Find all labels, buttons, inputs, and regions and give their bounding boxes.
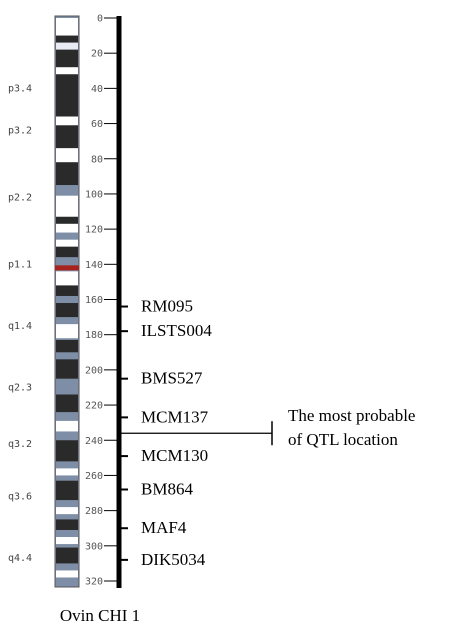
scale-ticks: 0 20 40 60 80 100 120 140 160 180 200 220 240 260 280 3… [85,14,117,588]
band-label: q2.3 [8,382,32,393]
chromosome-band-segment [56,570,78,578]
scale-tick-label: 220 [85,401,103,412]
scale-tick-label: 140 [85,260,103,271]
chromosome-band-segment [56,232,78,240]
band-labels: p3.4 p3.2 p2.2 p1.1 q1.4 q2.3 q3.2 q3.6 q4.4 [8,83,32,564]
chromosome-band-segment [56,468,78,476]
qtl-label-line-1: The most probable [288,406,415,425]
chromosome-band-segment [56,303,78,318]
marker-label: MAF4 [141,518,187,537]
chromosome-band-segment [56,42,78,50]
chromosome-band-segment [56,216,78,224]
band-label: p2.2 [8,192,32,203]
chromosome-band-segment [56,507,78,515]
chromosome-band-segment [56,148,78,163]
band-label: p3.2 [8,126,32,137]
marker-label: MCM137 [141,407,209,426]
chromosome-band-segment [56,324,78,339]
scale-tick-label: 20 [91,49,103,60]
band-label: q3.2 [8,439,32,450]
chromosome-band-segment [56,246,78,258]
band-label: p3.4 [8,83,32,94]
scale-tick-label: 160 [85,295,103,306]
chromosome-band-segment [56,440,78,462]
scale-tick-label: 60 [91,119,103,130]
marker-label: MCM130 [141,446,208,465]
chromosome-band-segment [56,35,78,43]
qtl-label-line-2: of QTL location [288,430,398,449]
chromosome-band-segment [56,74,78,117]
chromosome-band-segment [56,18,78,36]
scale-tick-label: 300 [85,541,103,552]
scale-tick-label: 320 [85,577,103,588]
chromosome-outline [54,15,80,588]
marker-label: ILSTS004 [141,321,212,340]
marker-list: RM095ILSTS004BMS527MCM137MCM130BM864MAF4… [121,297,212,569]
scale-tick-label: 0 [97,14,103,25]
scale-tick-label: 280 [85,506,103,517]
scale-tick-label: 120 [85,225,103,236]
chromosome-band-segment [56,125,78,149]
qtl-annotation: The most probable of QTL location [119,406,415,449]
chromosome-band-segment [56,239,78,247]
chromosome-band-segment [56,537,78,545]
marker-label: BM864 [141,480,193,499]
chromosome-band-segment [56,339,78,353]
chromosome-band-segment [56,547,78,564]
chromosome-band-segment [56,49,78,68]
band-label: p1.1 [8,259,32,270]
band-label: q1.4 [8,321,32,332]
marker-label: RM095 [141,297,193,316]
chromosome-band-segment [56,223,78,233]
chromosome-band-segment [56,480,78,501]
chromosome-title: Ovin CHI 1 [60,606,140,625]
scale-tick-label: 40 [91,84,103,95]
chromosome-band-segment [56,185,78,196]
chromosome-band-segment [56,285,78,296]
chromosome-band-segment [56,67,78,75]
scale-tick-label: 260 [85,471,103,482]
band-label: q3.6 [8,492,32,503]
scale-tick-label: 80 [91,154,103,165]
scale-tick-label: 200 [85,365,103,376]
chromosome-band-segment [56,162,78,186]
band-label: q4.4 [8,553,32,564]
chromosome-band-segment [56,420,78,432]
chromosome-bands-pattern [56,18,78,578]
scale-tick-label: 240 [85,436,103,447]
chromosome-band-segment [56,257,78,265]
marker-label: BMS527 [141,369,203,388]
scale-tick-label: 100 [85,189,103,200]
chromosome-band-segment [56,116,78,126]
scale-tick-label: 180 [85,330,103,341]
chromosome-band-segment [56,271,78,286]
chromosome-band-segment [56,195,78,217]
marker-label: DIK5034 [141,550,206,569]
chromosome-band-segment [56,394,78,413]
chromosome-band-segment [56,359,78,379]
chromosome-band-segment [56,519,78,530]
